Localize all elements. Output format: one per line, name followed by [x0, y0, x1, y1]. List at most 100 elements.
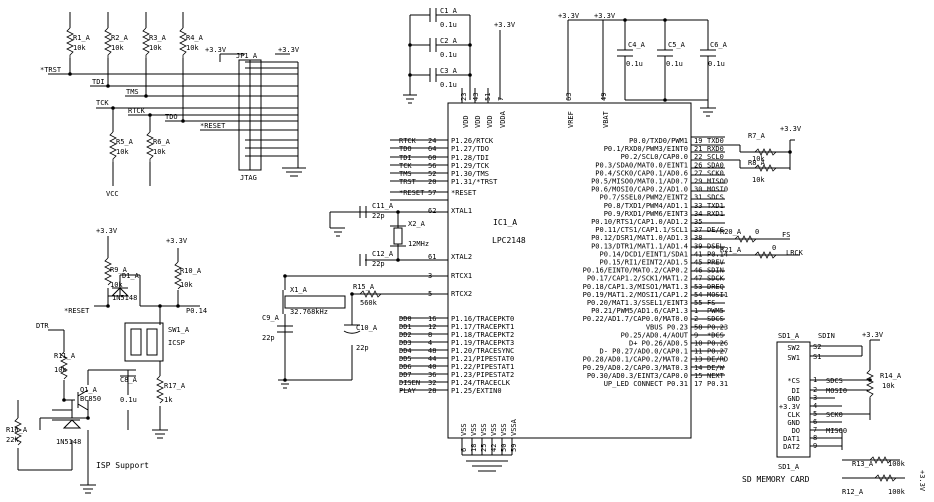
ic-left-pin-name: P1.23/PIPESTAT2 — [451, 371, 514, 379]
r17-val: 1k — [164, 396, 173, 404]
ic-right-pin-name: P0.29/AD0.2/CAP0.3/MAT0.3 — [583, 364, 688, 372]
ic-left-net: RTCK — [399, 137, 417, 145]
c3-ref: C3_A — [440, 67, 458, 75]
ic-left-net: DD6 — [399, 363, 412, 371]
sd-pin-name: SW2 — [787, 344, 800, 352]
ic-right-pin-name: P0.3/SDA0/MAT0.0/EINT1 — [595, 161, 688, 169]
ic-right-pin-name: P0.10/RTS1/CAP1.0/AD1.2 — [591, 218, 688, 226]
r10-val: 10k — [180, 281, 193, 289]
r14-ref: R14_A — [880, 372, 902, 380]
sd-sdin: SDIN — [818, 332, 835, 340]
ic-right-net: P0.23 — [707, 323, 728, 331]
c2-val: 0.1u — [440, 51, 457, 59]
q1-val: BC850 — [80, 395, 101, 403]
sd-pin-net: MISO0 — [826, 427, 847, 435]
ic-right-net: DE/C — [707, 226, 724, 234]
ic-right-pin-name: P0.13/DTR1/MAT1.1/AD1.4 — [591, 242, 688, 250]
r12-ref: R12_A — [842, 488, 864, 496]
r9-ref: R9_A — [110, 266, 128, 274]
ic-right-pin-name: D- P0.27/AD0.0/CAP0.1 — [599, 348, 688, 356]
power-label-c6: +3.3V — [594, 12, 616, 20]
power-label-r9: +3.3V — [96, 227, 118, 235]
sd-pin-num: 1 — [813, 376, 817, 384]
ic-left-pin-name: XTAL2 — [451, 253, 472, 261]
ic-left-pin-num: 8 — [428, 331, 432, 339]
ic-left-pin-name: P1.22/PIPESTAT1 — [451, 363, 514, 371]
junction-dots — [62, 18, 872, 420]
ic-right-pin-name: P0.4/SCK0/CAP0.1/AD0.6 — [595, 169, 688, 177]
r12-val: 100k — [888, 488, 906, 496]
net-reset: *RESET — [200, 122, 226, 130]
ic-left-pin-num: 64 — [428, 145, 436, 153]
ic-right-pin-name: P0.14/DCD1/EINT1/SDA1 — [599, 250, 688, 258]
ic-left-net: TCK — [399, 162, 412, 170]
resistor-symbols — [14, 27, 897, 482]
ic-right-pin-num: 33 — [694, 202, 702, 210]
ic-left-pin-name: P1.30/TMS — [451, 170, 489, 178]
sd-ref-bottom: SD1_A — [778, 463, 800, 471]
ic-bottom-pin-num: 42 — [490, 444, 498, 452]
c11-val: 22p — [372, 212, 385, 220]
sd-pin-name: +3.3V — [779, 403, 801, 411]
ic-left-net: *RESET — [399, 189, 425, 197]
ic-right-pin-num: 27 — [694, 169, 702, 177]
ic-right-net: RXD0 — [707, 145, 724, 153]
ic-left-net: DD4 — [399, 347, 412, 355]
c1-val: 0.1u — [440, 21, 457, 29]
ic-top-pin-num: 43 — [472, 93, 480, 101]
ic-right-pin-name: P0.11/CTS1/CAP1.1/SCL1 — [595, 226, 688, 234]
ic-left-pin-num: 52 — [428, 170, 436, 178]
c6-val: 0.1u — [708, 60, 725, 68]
ic-right-pin-num: 1 — [694, 307, 698, 315]
net-tdo: TDO — [165, 113, 178, 121]
r1-val: 10k — [73, 44, 86, 52]
ic-right-pin-num: 30 — [694, 186, 702, 194]
c6-ref: C6_A — [710, 41, 728, 49]
c2-ref: C2_A — [440, 37, 458, 45]
p014-net: P0.14 — [186, 307, 207, 315]
ic-top-pin-num: 63 — [565, 93, 573, 101]
ic-left-net: DD7 — [399, 371, 412, 379]
ic-right-pin-name: P0.18/CAP1.3/MISO1/MAT1.3 — [583, 283, 688, 291]
ic-right-net: SDCS — [707, 194, 724, 202]
ic-right-pin-name: P0.6/MOSI0/CAP0.2/AD1.0 — [591, 186, 688, 194]
ic-right-pin-num: 47 — [694, 275, 702, 283]
ic-left-pin-name: P1.28/TDI — [451, 154, 489, 162]
ic-left-net: DD5 — [399, 355, 412, 363]
ic-right-pin-num: 39 — [694, 242, 702, 250]
r6-val: 10k — [153, 148, 166, 156]
sd-pin-num: S2 — [813, 343, 821, 351]
r10-ref: R10_A — [180, 267, 202, 275]
ic-left-pin-name: XTAL1 — [451, 207, 472, 215]
ic-top-pin-name: VDDA — [499, 110, 507, 128]
r20-ref: R20_A — [720, 228, 742, 236]
c10-val: 22p — [356, 344, 369, 352]
r17-ref: R17_A — [164, 382, 186, 390]
ic-right-net: DE/RD — [707, 356, 728, 364]
r7-ref: R7_A — [748, 132, 766, 140]
c12-val: 22p — [372, 260, 385, 268]
ic-left-pin-num: 44 — [428, 355, 436, 363]
ic-bottom-pin-name: VSSA — [510, 418, 518, 436]
r4-val: 10k — [186, 44, 199, 52]
jtag-name: JTAG — [240, 174, 257, 182]
net-rtck: RTCK — [128, 107, 146, 115]
ic-ref: IC1_A — [493, 218, 517, 227]
c5-val: 0.1u — [666, 60, 683, 68]
q1-ref: Q1_A — [80, 386, 98, 394]
ic-right-pin-num: 19 — [694, 137, 702, 145]
sd-pin-num: 7 — [813, 426, 817, 434]
ic-right-net: SCL0 — [707, 153, 724, 161]
ic-right-net: SDA0 — [707, 161, 724, 169]
sw1-ref: SW1_A — [168, 326, 190, 334]
r11-val: 10k — [54, 366, 67, 374]
r16-val: 22k — [6, 436, 19, 444]
ic-right-pin-name: P0.0/TXD0/PWM1 — [629, 137, 688, 145]
r5-ref: R5_A — [116, 138, 134, 146]
net-tck: TCK — [96, 99, 109, 107]
power-label-jtag1: +3.3V — [205, 46, 227, 54]
isp-caption: ISP Support — [96, 461, 149, 470]
ic-left-net: TMS — [399, 170, 412, 178]
ic-left-net: DD3 — [399, 339, 412, 347]
